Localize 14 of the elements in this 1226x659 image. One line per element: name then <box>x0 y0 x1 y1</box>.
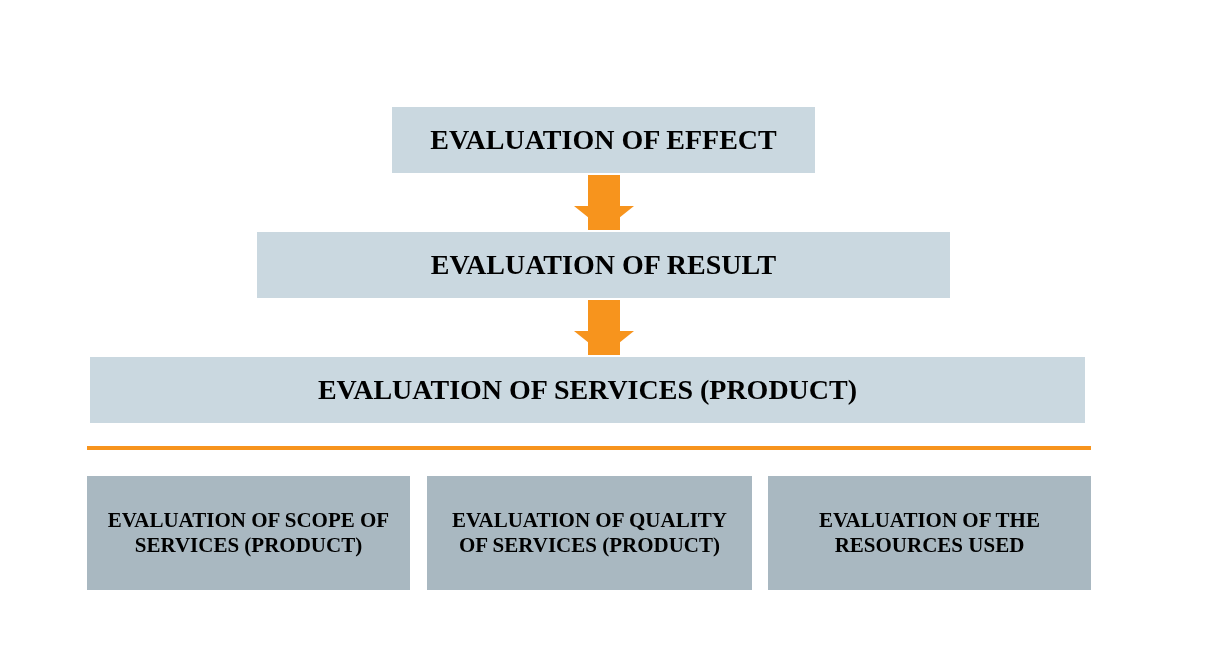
arrow <box>574 300 634 355</box>
process-box <box>392 107 815 173</box>
box-label: EVALUATION OF SCOPE OF SERVICES (PRODUCT) <box>106 508 391 558</box>
box-label: EVALUATION OF THE RESOURCES USED <box>818 508 1041 558</box>
process-box <box>257 232 950 298</box>
box-label: EVALUATION OF EFFECT <box>430 124 777 156</box>
box-label: EVALUATION OF RESULT <box>430 249 777 281</box>
process-box <box>90 357 1085 423</box>
process-box <box>768 476 1091 590</box>
arrow <box>574 175 634 230</box>
box-label: EVALUATION OF SERVICES (PRODUCT) <box>317 374 858 406</box>
process-box <box>87 476 410 590</box>
box-label: EVALUATION OF QUALITY OF SERVICES (PRODUCT) <box>451 508 728 558</box>
process-box <box>427 476 752 590</box>
